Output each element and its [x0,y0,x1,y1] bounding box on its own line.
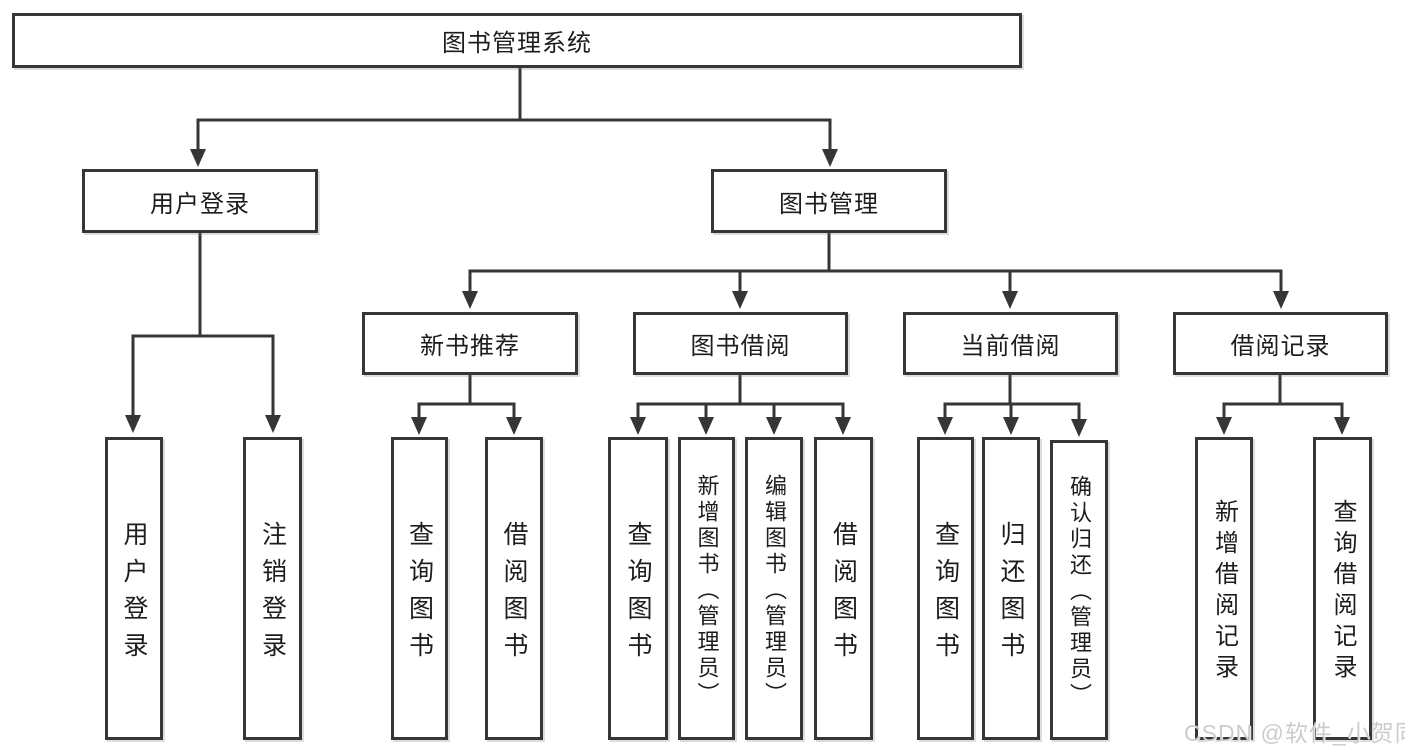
arrow-down-icon [1003,417,1019,435]
arrow-down-icon [1334,417,1350,435]
leaf-bb-query-books: 查询图书 [608,437,668,740]
node-root: 图书管理系统 [12,13,1022,68]
node-label: 编辑图书（管理员） [762,473,787,708]
arrow-down-icon [125,415,141,433]
node-label: 新增图书（管理员） [694,473,720,708]
node-label: 查询借阅记录 [1329,499,1356,685]
leaf-bb-borrow-books: 借阅图书 [814,437,873,740]
leaf-cb-confirm-return-admin: 确认归还（管理员） [1050,440,1108,740]
node-label: 用户登录 [120,520,148,669]
connector-book-borrow [630,375,851,435]
node-label: 归还图书 [997,520,1025,669]
node-label: 新增借阅记录 [1210,499,1238,685]
arrow-down-icon [766,417,782,435]
leaf-logout: 注销登录 [243,437,302,740]
arrow-down-icon [462,291,478,309]
leaf-bb-edit-books-admin: 编辑图书（管理员） [745,437,803,740]
arrow-down-icon [1216,417,1232,435]
connector-new-book-recommend [411,375,522,435]
arrow-down-icon [732,291,748,309]
connector-current-borrow [937,375,1087,437]
leaf-cb-return-books: 归还图书 [982,437,1040,740]
arrow-down-icon [1002,291,1018,309]
node-label: 借阅图书 [500,520,528,669]
arrow-down-icon [1071,419,1087,437]
arrow-down-icon [190,149,206,167]
leaf-user-login: 用户登录 [105,437,163,740]
arrow-down-icon [506,417,522,435]
arrow-down-icon [265,415,281,433]
node-borrow-records: 借阅记录 [1173,312,1388,375]
node-book-management: 图书管理 [711,169,947,233]
node-label: 借阅图书 [829,520,858,669]
watermark: CSDN @软件_小贺同学 [1184,720,1405,746]
node-user-login: 用户登录 [82,169,318,233]
connector-root [190,66,838,167]
arrow-down-icon [630,417,646,435]
node-label: 新书推荐 [420,333,520,360]
node-label: 图书管理 [779,190,879,218]
node-label: 图书管理系统 [442,30,592,57]
connector-user-login [125,232,281,433]
node-label: 查询图书 [931,520,960,669]
connector-borrow-records [1216,375,1350,435]
node-label: 注销登录 [258,520,287,669]
leaf-nbr-borrow-books: 借阅图书 [485,437,543,740]
node-label: 查询图书 [405,520,434,669]
arrow-down-icon [937,417,953,435]
arrow-down-icon [411,417,427,435]
leaf-br-add-record: 新增借阅记录 [1195,437,1253,740]
arrow-down-icon [822,149,838,167]
node-label: 借阅记录 [1230,333,1331,360]
leaf-nbr-query-books: 查询图书 [391,437,448,740]
node-book-borrow: 图书借阅 [633,312,848,375]
node-label: 查询图书 [624,520,652,669]
node-label: 当前借阅 [960,333,1061,360]
node-label: 确认归还（管理员） [1067,475,1092,709]
arrow-down-icon [698,417,714,435]
node-label: 用户登录 [150,190,250,218]
arrow-down-icon [835,417,851,435]
node-current-borrow: 当前借阅 [903,312,1118,375]
connector-book-management [462,231,1289,309]
arrow-down-icon [1273,291,1289,309]
leaf-br-query-record: 查询借阅记录 [1313,437,1372,740]
leaf-bb-add-books-admin: 新增图书（管理员） [678,437,735,740]
node-new-book-recommend: 新书推荐 [362,312,578,375]
leaf-cb-query-books: 查询图书 [917,437,974,740]
node-label: 图书借阅 [690,333,791,360]
